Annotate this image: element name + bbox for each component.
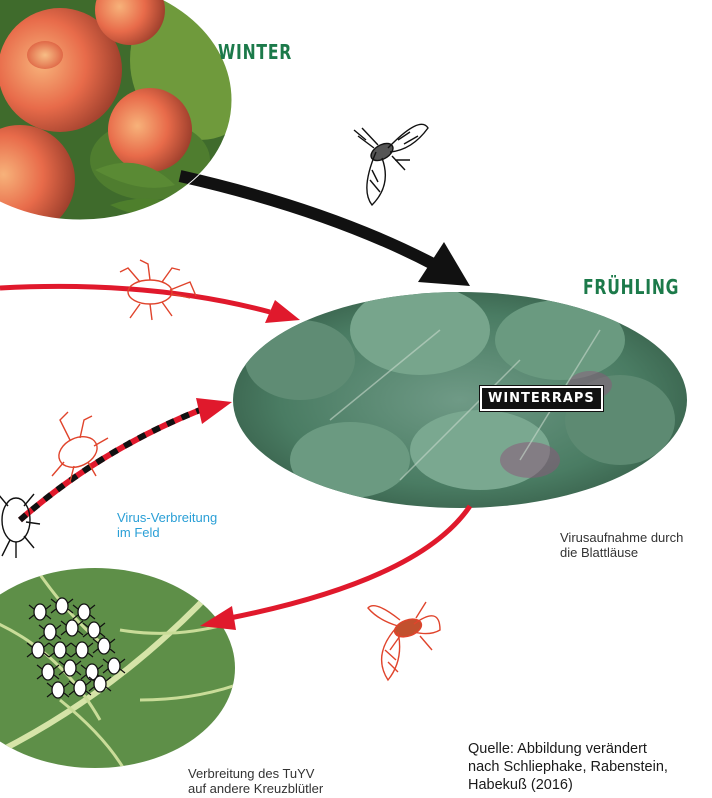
peach-tree-image [0, 0, 270, 235]
caption-line: im Feld [117, 525, 217, 540]
caption-line: Virusaufnahme durch [560, 530, 683, 545]
caption-line: die Blattläuse [560, 545, 683, 560]
caption-tuyv-spread: Verbreitung des TuYV auf andere Kreuzblü… [188, 766, 323, 796]
source-line: nach Schliephake, Rabenstein, [468, 758, 668, 776]
winged-aphid-red-icon [368, 602, 440, 680]
caption-field-spread: Virus-Verbreitung im Feld [117, 510, 217, 540]
winged-aphid-black-icon [354, 124, 428, 205]
arrow-winter-to-spring [180, 176, 470, 286]
source-line: Quelle: Abbildung verändert [468, 740, 668, 758]
wingless-aphid-black-icon [0, 494, 40, 558]
source-citation: Quelle: Abbildung verändert nach Schliep… [468, 740, 668, 794]
winterraps-label: WINTERRAPS [480, 386, 603, 411]
caption-virus-uptake: Virusaufnahme durch die Blattläuse [560, 530, 683, 560]
source-line: Habekuß (2016) [468, 776, 668, 794]
winterraps-image [230, 285, 690, 510]
arrow-spring-to-leaf [200, 506, 470, 630]
infested-leaf-image [0, 560, 250, 780]
season-winter: WINTER [218, 40, 292, 64]
caption-line: auf andere Kreuzblütler [188, 781, 323, 796]
season-spring: FRÜHLING [583, 275, 679, 299]
arrow-field-spread [20, 398, 232, 520]
caption-line: Virus-Verbreitung [117, 510, 217, 525]
caption-line: Verbreitung des TuYV [188, 766, 323, 781]
